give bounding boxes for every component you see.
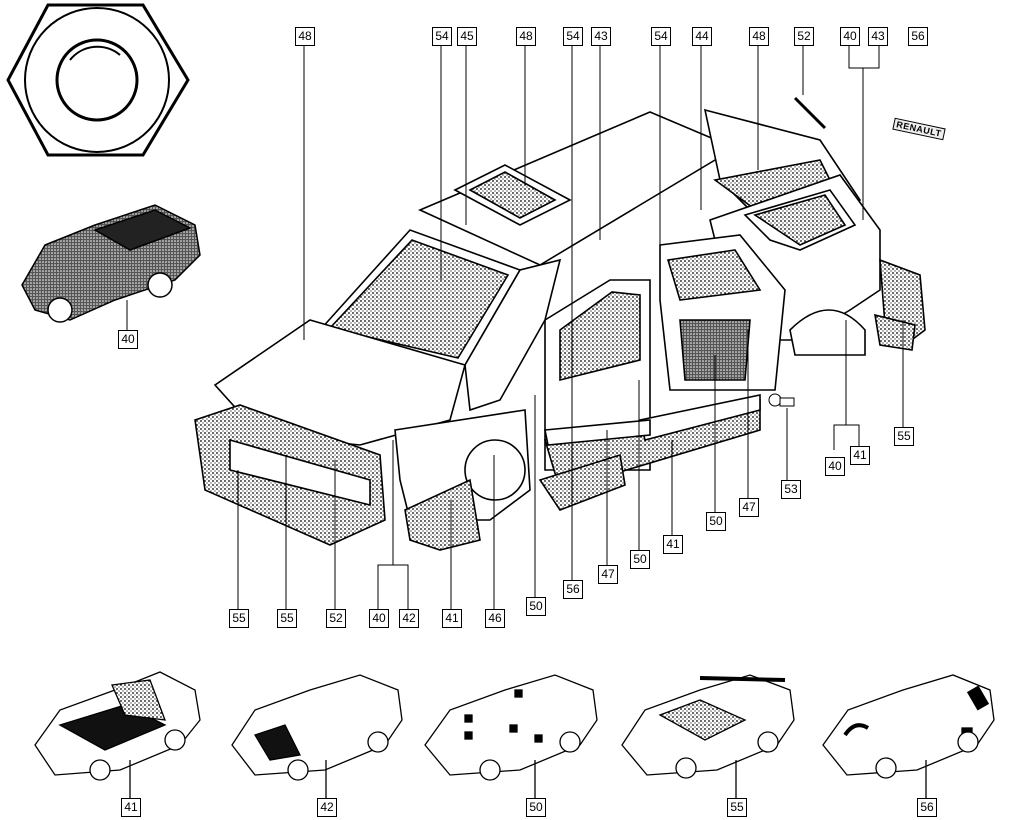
callout-54: 54 [563,27,583,46]
callout-52: 52 [326,609,346,628]
callout-47: 47 [739,498,759,517]
callout-50: 50 [706,512,726,531]
callout-47: 47 [598,565,618,584]
hex-nut-icon [6,3,190,157]
thumbnail-label-55: 55 [727,798,747,817]
callout-48: 48 [749,27,769,46]
callout-56: 56 [563,580,583,599]
leader-lines [237,46,904,609]
callout-48: 48 [516,27,536,46]
main-car-exploded-view [194,108,926,551]
callout-41: 41 [442,609,462,628]
gas-strut [793,96,827,130]
callout-55: 55 [277,609,297,628]
callout-44: 44 [692,27,712,46]
callout-55: 55 [894,427,914,446]
callout-41: 41 [663,535,683,554]
callout-54: 54 [651,27,671,46]
callout-54: 54 [432,27,452,46]
callout-56: 56 [908,27,928,46]
callout-41: 41 [850,446,870,465]
callout-53: 53 [781,480,801,499]
thumbnail-label-56: 56 [917,798,937,817]
thumbnail-label-42: 42 [317,798,337,817]
thumbnail-label-41: 41 [121,798,141,817]
callout-52: 52 [794,27,814,46]
thumbnail-label-50: 50 [526,798,546,817]
fastener-part [768,393,795,407]
callout-50: 50 [630,550,650,569]
callout-55: 55 [229,609,249,628]
thumbnail-cars [34,671,995,798]
callout-48: 48 [295,27,315,46]
callout-40: 40 [840,27,860,46]
callout-50: 50 [526,597,546,616]
callout-40: 40 [369,609,389,628]
callout-43: 43 [591,27,611,46]
callout-46: 46 [485,609,505,628]
callout-40: 40 [825,457,845,476]
callout-42: 42 [399,609,419,628]
callout-43: 43 [868,27,888,46]
callout-40: 40 [118,330,138,349]
callout-45: 45 [457,27,477,46]
body-shell-thumbnail [21,204,201,323]
